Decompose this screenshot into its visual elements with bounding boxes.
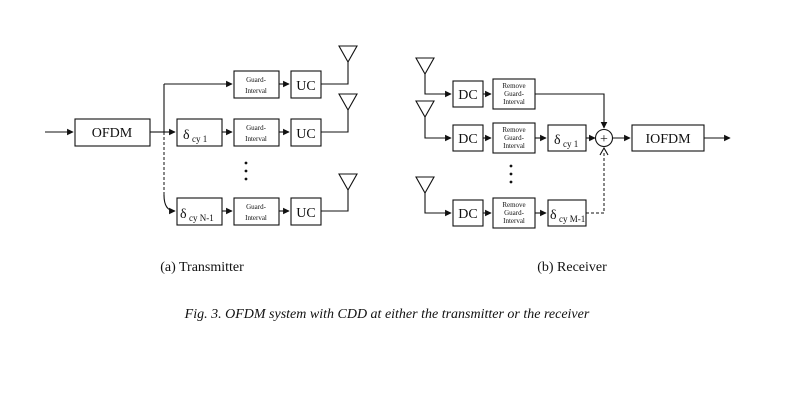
rx-antenna-1-icon xyxy=(415,57,435,76)
transmitter-section: OFDM Guard- Interval UC δ cy 1 Guard- In… xyxy=(45,45,358,275)
figure-caption: Fig. 3. OFDM system with CDD at either t… xyxy=(184,307,590,322)
tx-uc2-label: UC xyxy=(296,127,315,142)
tx-delay1-sub: cy 1 xyxy=(192,134,207,144)
rx-rm2-line1: Remove xyxy=(502,126,525,134)
rx-dc1-label: DC xyxy=(458,88,477,103)
receiver-caption: (b) Receiver xyxy=(537,260,607,275)
rx-antenna-2-icon xyxy=(415,100,435,119)
tx-ellipsis-dots xyxy=(244,161,248,181)
rx-delay1-symbol: δ xyxy=(554,133,561,148)
rx-delayM-sub: cy M-1 xyxy=(559,214,585,224)
rx-sum-symbol: + xyxy=(600,132,608,147)
transmitter-caption: (a) Transmitter xyxy=(160,260,244,275)
rx-rm1-line1: Remove xyxy=(502,82,525,90)
tx-antenna-1-icon xyxy=(338,45,358,64)
tx-antennaN-feed xyxy=(321,190,349,212)
tx-guard1-line1: Guard- xyxy=(246,76,266,84)
rx-delay-1 xyxy=(547,124,587,152)
ofdm-label: OFDM xyxy=(92,126,133,141)
tx-guard-interval-N xyxy=(233,197,280,226)
rx-rm1-line2: Guard- xyxy=(504,90,524,98)
rx-remove-guard-M xyxy=(492,197,536,229)
rx-rmM-line1: Remove xyxy=(502,201,525,209)
rx-ellipsis-dots xyxy=(509,164,513,184)
rx-dc2-label: DC xyxy=(458,132,477,147)
rx-rmM-line2: Guard- xyxy=(504,209,524,217)
rx-branch1-wire xyxy=(424,74,452,98)
rx-branchM-arrowhead xyxy=(599,146,609,156)
rx-branch2-wire xyxy=(424,117,452,142)
rx-branch1-to-sum xyxy=(535,93,608,129)
tx-uc-N xyxy=(290,197,322,226)
rx-remove-guard-1 xyxy=(492,78,536,110)
rx-antenna-M-icon xyxy=(415,176,435,195)
tx-guard1-line2: Interval xyxy=(245,87,267,95)
rx-rm2-line2: Guard- xyxy=(504,134,524,142)
tx-bus-lower-curve xyxy=(163,194,176,212)
tx-guard2-line2: Interval xyxy=(245,135,267,143)
iofdm-block xyxy=(631,124,705,152)
tx-delayN-symbol: δ xyxy=(180,207,187,222)
iofdm-label: IOFDM xyxy=(645,132,691,147)
tx-uc1-label: UC xyxy=(296,79,315,94)
rx-rm1-line3: Interval xyxy=(503,98,525,106)
receiver-section: DC Remove Guard- Interval DC Remove Guar… xyxy=(415,57,731,275)
rx-rmM-line3: Interval xyxy=(503,217,525,225)
rx-rm2-line3: Interval xyxy=(503,142,525,150)
tx-delayN-sub: cy N-1 xyxy=(189,213,214,223)
tx-guard2-line1: Guard- xyxy=(246,124,266,132)
rx-delay1-sub: cy 1 xyxy=(563,139,578,149)
tx-delay1-symbol: δ xyxy=(183,128,190,143)
tx-antenna-2-icon xyxy=(338,93,358,112)
rx-branchM-to-sum xyxy=(586,152,605,214)
rx-branchM-wire xyxy=(424,193,452,217)
tx-uc-2 xyxy=(290,118,322,147)
tx-antenna-N-icon xyxy=(338,173,358,192)
rx-delayM-symbol: δ xyxy=(550,208,557,223)
tx-antenna2-feed xyxy=(321,110,349,133)
rx-dcM-label: DC xyxy=(458,207,477,222)
tx-guardN-line1: Guard- xyxy=(246,203,266,211)
tx-ucN-label: UC xyxy=(296,206,315,221)
tx-delay-N xyxy=(176,197,223,226)
tx-delay-1 xyxy=(176,118,223,147)
rx-remove-guard-2 xyxy=(492,122,536,154)
tx-antenna1-feed xyxy=(321,62,349,85)
tx-guardN-line2: Interval xyxy=(245,214,267,222)
